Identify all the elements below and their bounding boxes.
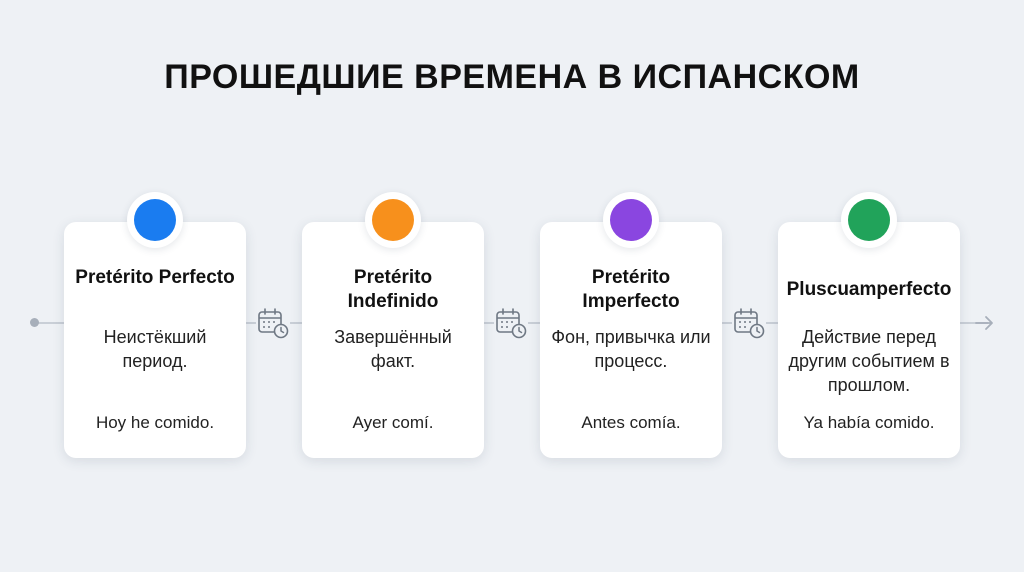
tense-example: Ayer comí. bbox=[352, 413, 434, 432]
tense-description: Завершённый факт. bbox=[334, 327, 452, 371]
tense-description: Неистёкший период. bbox=[103, 327, 207, 371]
tense-example: Ya había comido. bbox=[803, 413, 935, 432]
tense-marker bbox=[603, 192, 659, 248]
tense-card-indefinido: Pretérito Indefinido Завершённый факт. A… bbox=[302, 192, 484, 458]
timeline-start-dot bbox=[30, 318, 39, 327]
tense-example: Hoy he comido. bbox=[95, 413, 215, 432]
tense-title: Pluscuamperfecto bbox=[786, 279, 952, 300]
tense-description: Фон, привычка или процесс. bbox=[551, 327, 711, 371]
tense-marker bbox=[365, 192, 421, 248]
calendar-clock-icon bbox=[494, 306, 528, 340]
calendar-clock-icon bbox=[256, 306, 290, 340]
tense-color-dot bbox=[134, 199, 176, 241]
calendar-clock-icon bbox=[732, 306, 766, 340]
tense-card-perfecto: Pretérito Perfecto Неистёкший период. Ho… bbox=[64, 192, 246, 458]
tense-description: Действие перед другим событием в прошлом… bbox=[788, 327, 950, 395]
tense-card-pluscuamperfecto: Pluscuamperfecto Действие перед другим с… bbox=[778, 192, 960, 458]
tense-color-dot bbox=[372, 199, 414, 241]
tense-color-dot bbox=[848, 199, 890, 241]
tense-marker bbox=[841, 192, 897, 248]
tense-title: Pretérito Perfecto bbox=[75, 267, 235, 288]
diagram-title: ПРОШЕДШИЕ ВРЕМЕНА В ИСПАНСКОМ bbox=[164, 58, 860, 96]
tense-title: Pretérito Imperfecto bbox=[582, 267, 680, 312]
arrow-right-icon bbox=[975, 316, 993, 330]
tense-marker bbox=[127, 192, 183, 248]
tense-card-imperfecto: Pretérito Imperfecto Фон, привычка или п… bbox=[540, 192, 722, 458]
tense-color-dot bbox=[610, 199, 652, 241]
tense-example: Antes comía. bbox=[581, 413, 681, 432]
tense-title: Pretérito Indefinido bbox=[347, 267, 439, 312]
